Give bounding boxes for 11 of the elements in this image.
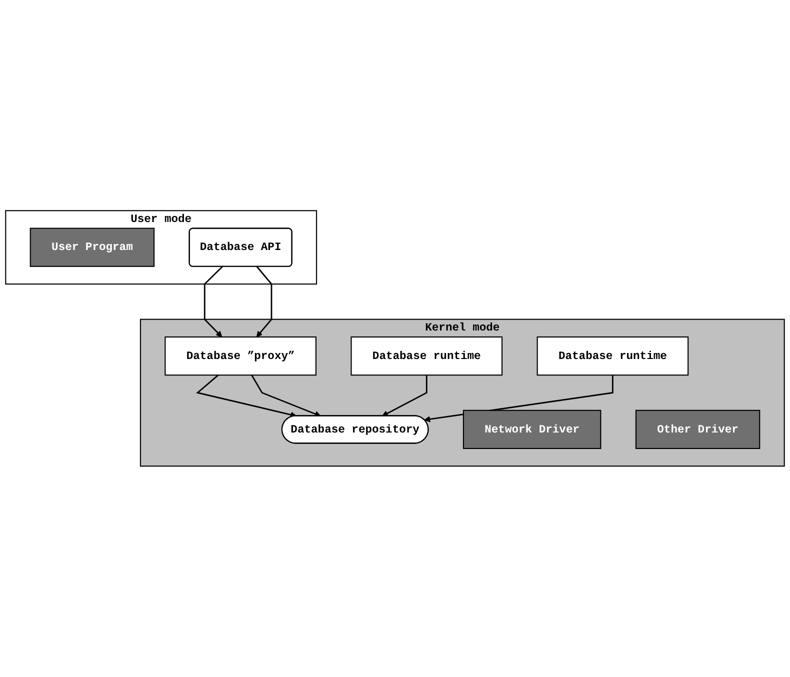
arrow <box>196 374 297 418</box>
node-box: Database runtime <box>350 336 503 376</box>
arrow <box>251 374 321 417</box>
node-box: User Program <box>30 228 155 268</box>
node-box: Database ”proxy” <box>164 336 316 376</box>
node-box: Other Driver <box>635 410 760 450</box>
node-box: Database runtime <box>536 336 689 376</box>
node-box: Network Driver <box>462 410 602 450</box>
arrow <box>382 375 428 416</box>
arrow <box>256 266 272 338</box>
arrow <box>204 266 223 338</box>
